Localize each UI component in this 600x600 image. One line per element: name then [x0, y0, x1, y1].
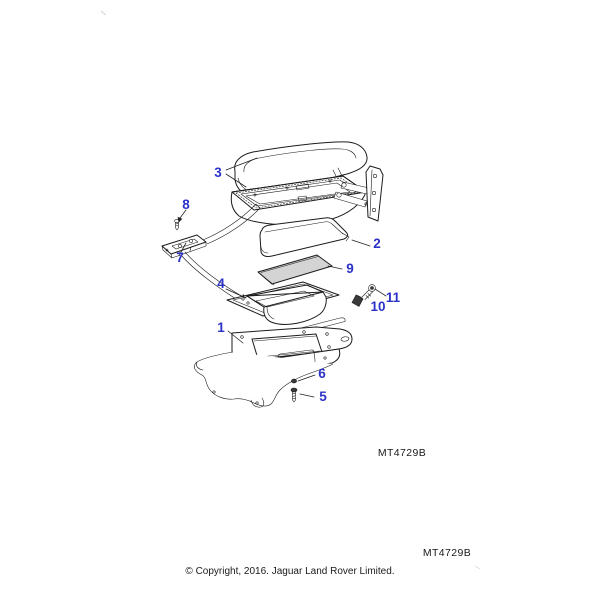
part-lid-base [259, 217, 350, 257]
callout-1[interactable]: 1 [217, 320, 225, 335]
callout-8[interactable]: 8 [182, 197, 190, 212]
callout-11[interactable]: 11 [386, 290, 401, 305]
part-lid-frame [230, 165, 384, 226]
callout-numbers: 1 2 3 4 5 6 7 8 9 10 11 [176, 165, 400, 404]
part-mat [257, 254, 333, 286]
part-hinge-plate [161, 234, 207, 259]
part-cubby-bin [226, 281, 340, 325]
part-screw-and-spacer [351, 284, 376, 307]
artifact-mark [474, 565, 481, 570]
screw-head [290, 387, 298, 393]
callout-6[interactable]: 6 [318, 366, 326, 381]
leader-lines [177, 157, 387, 398]
figure-code-inline: MT4729B [378, 447, 426, 459]
callout-5[interactable]: 5 [319, 389, 327, 404]
figure-code-footer: MT4729B [423, 547, 471, 559]
callout-3[interactable]: 3 [214, 165, 222, 180]
copyright-text: © Copyright, 2016. Jaguar Land Rover Lim… [185, 566, 394, 577]
spacer-sleeve [351, 294, 364, 307]
callout-9[interactable]: 9 [346, 261, 354, 276]
callout-10[interactable]: 10 [370, 299, 385, 314]
leader-arrowhead [177, 216, 183, 223]
artifact-mark [100, 10, 107, 16]
callout-4[interactable]: 4 [217, 276, 225, 291]
callout-2[interactable]: 2 [373, 236, 381, 251]
callout-7[interactable]: 7 [176, 250, 184, 265]
part-screw-and-nut [290, 378, 298, 403]
part-console-body [194, 317, 353, 408]
nut [291, 378, 297, 384]
mounting-bracket [365, 165, 384, 222]
